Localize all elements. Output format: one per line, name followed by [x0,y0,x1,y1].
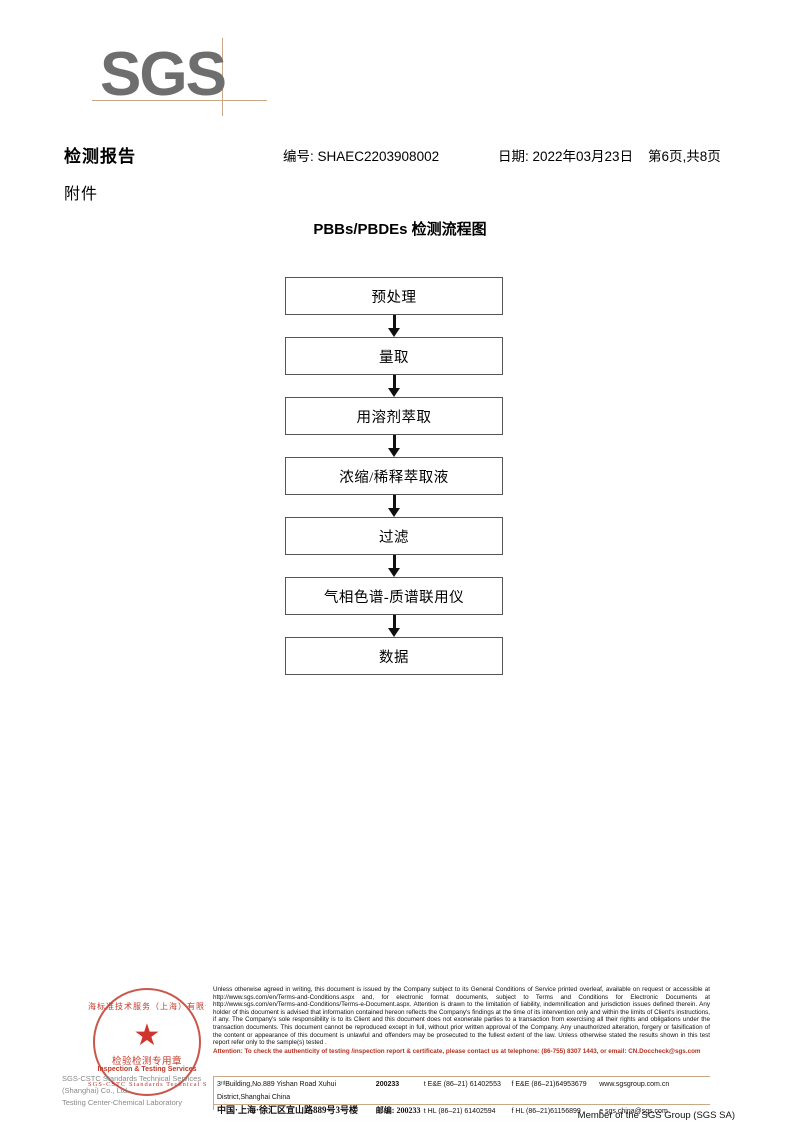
arrow-shaft [393,435,396,450]
arrow-head-icon [388,568,400,577]
arrow-shaft [393,375,396,390]
legal-disclaimer-block: Unless otherwise agreed in writing, this… [213,986,710,1055]
company-name-line1: SGS-CSTC Standards Technical Services (S… [62,1074,202,1095]
page-title: 检测报告 [64,147,136,166]
seal-arc-top-text: 海标准技术服务（上海）有限公司 [88,1002,206,1011]
address-row-english: 3ʳᵈBuilding,No.889 Yishan Road Xuhui Dis… [217,1078,710,1104]
logo-vertical-rule [222,38,223,116]
logo-horizontal-rule [92,100,267,101]
flow-node-data: 数据 [285,637,503,675]
legal-paragraph: Unless otherwise agreed in writing, this… [213,986,710,1047]
arrow-head-icon [388,508,400,517]
flow-node-label: 数据 [379,649,409,666]
company-name-line2: Testing Center-Chemical Laboratory [62,1098,183,1107]
flow-node-label: 过滤 [379,529,409,546]
flowchart: 预处理 量取 用溶剂萃取 浓缩/稀释萃取液 过滤 气相色谱-质谱联用仪 数据 [285,277,503,675]
flow-arrow-5 [285,555,503,577]
company-name-block: SGS-CSTC Standards Technical Services (S… [62,1073,232,1109]
address-street-cn: 中国·上海·徐汇区宜山路889号3号楼 [217,1105,359,1115]
flow-node-filtration: 过滤 [285,517,503,555]
address-rule-bottom [213,1104,710,1105]
sgs-logo: SGS [92,38,280,118]
logo-wordmark: SGS [100,40,227,109]
address-block: 3ʳᵈBuilding,No.889 Yishan Road Xuhui Dis… [217,1078,710,1118]
company-seal-stamp: 海标准技术服务（上海）有限公司 ★ 检验检测专用章 Inspection & T… [88,983,206,1101]
report-number: 编号: SHAEC2203908002 [283,149,440,164]
seal-arc-bottom-text: SGS-CSTC Standards Technical Services [88,1081,206,1088]
flow-node-label: 量取 [379,349,409,366]
flow-node-measure: 量取 [285,337,503,375]
attachment-label: 附件 [64,186,99,203]
address-postcode-cn: 邮编: 200233 [375,1106,421,1115]
seal-english-text: Inspection & Testing Services [97,1066,197,1073]
arrow-head-icon [388,448,400,457]
sgs-group-member-line: Member of the SGS Group (SGS SA) [577,1110,735,1121]
flow-arrow-3 [285,435,503,457]
address-tel-ee: t E&E (86–21) 61402553 [423,1081,501,1088]
flow-node-solvent-extraction: 用溶剂萃取 [285,397,503,435]
flow-node-concentrate-dilute: 浓缩/稀释萃取液 [285,457,503,495]
flow-arrow-2 [285,375,503,397]
address-fax-hl: f HL (86–21)61156899 [511,1108,581,1115]
address-rule-top [213,1076,710,1077]
arrow-shaft [393,315,396,330]
address-tel-hl: t HL (86–21) 61402594 [423,1108,496,1115]
arrow-shaft [393,555,396,570]
address-website: www.sgsgroup.com.cn [599,1081,670,1088]
arrow-head-icon [388,628,400,637]
flow-node-label: 预处理 [371,289,417,306]
flow-node-pretreatment: 预处理 [285,277,503,315]
address-postcode-en: 200233 [375,1081,400,1088]
arrow-head-icon [388,388,400,397]
legal-attention-notice: Attention: To check the authenticity of … [213,1047,701,1055]
flow-node-gcms: 气相色谱-质谱联用仪 [285,577,503,615]
arrow-shaft [393,495,396,510]
address-left-tick [213,1076,214,1110]
flow-arrow-1 [285,315,503,337]
seal-chinese-text: 检验检测专用章 [111,1057,182,1067]
flow-arrow-6 [285,615,503,637]
seal-ring [93,988,201,1096]
flow-node-label: 用溶剂萃取 [356,409,432,426]
page-indicator: 第6页,共8页 [648,149,721,164]
address-row-chinese: 中国·上海·徐汇区宜山路889号3号楼 邮编: 200233 t HL (86–… [217,1104,710,1118]
flow-arrow-4 [285,495,503,517]
address-fax-ee: f E&E (86–21)64953679 [511,1081,587,1088]
flow-node-label: 浓缩/稀释萃取液 [339,469,449,486]
flow-node-label: 气相色谱-质谱联用仪 [323,589,465,606]
flowchart-title: PBBs/PBDEs 检测流程图 [313,221,487,238]
document-header: 检测报告 编号: SHAEC2203908002 日期: 2022年03月23日… [64,142,754,166]
report-date: 日期: 2022年03月23日 [498,149,634,164]
star-icon: ★ [133,1019,161,1052]
address-email: e sgs.china@sgs.com [599,1108,668,1115]
arrow-shaft [393,615,396,630]
arrow-head-icon [388,328,400,337]
address-street-en: 3ʳᵈBuilding,No.889 Yishan Road Xuhui Dis… [217,1081,337,1101]
